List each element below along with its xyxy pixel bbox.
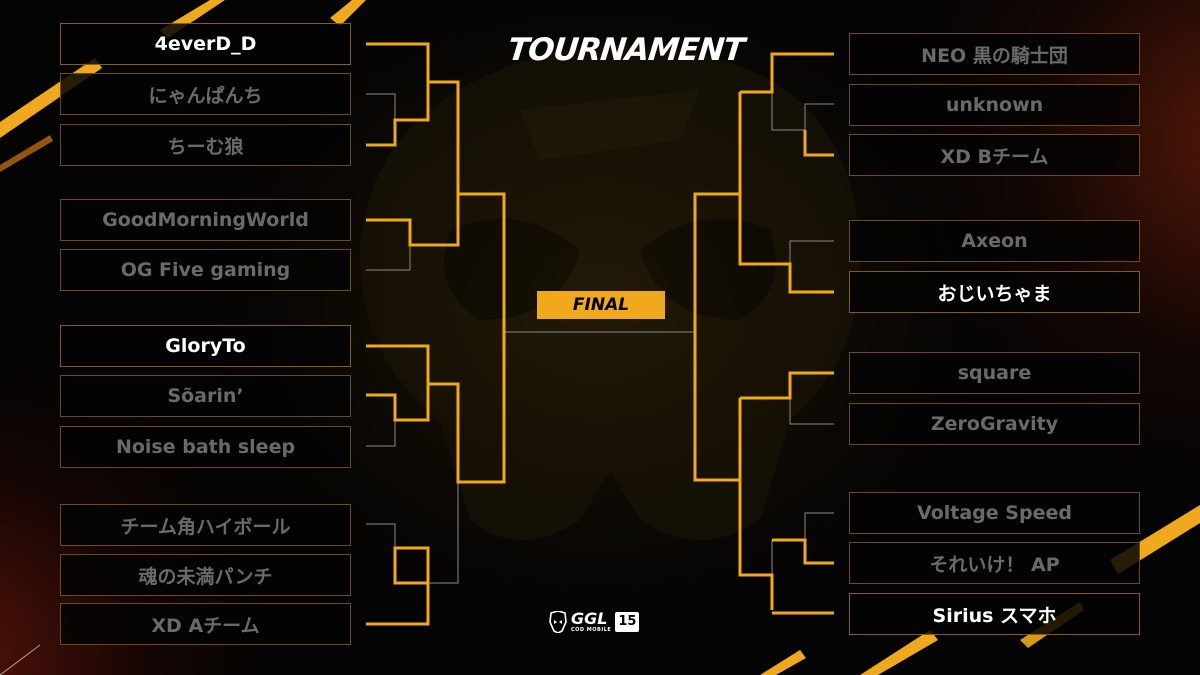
team-box-right-10: Sirius スマホ bbox=[849, 593, 1140, 635]
ggl-logo-wordmark: GGL COD MOBILE bbox=[571, 611, 611, 633]
team-box-left-10: 魂の未満パンチ bbox=[60, 554, 351, 596]
team-box-left-4: GoodMorningWorld bbox=[60, 199, 351, 241]
ggl-logo-text: GGL bbox=[571, 611, 611, 627]
ggl-logo-number: 15 bbox=[615, 612, 639, 632]
team-box-right-3: XD Bチーム bbox=[849, 134, 1140, 176]
ggl-mask-icon bbox=[549, 611, 567, 633]
right-dim-lines bbox=[695, 92, 834, 580]
team-box-left-3: ちーむ狼 bbox=[60, 124, 351, 166]
team-box-left-8: Noise bath sleep bbox=[60, 426, 351, 468]
team-box-right-5: おじいちゃま bbox=[849, 271, 1140, 313]
team-box-left-2: にゃんぱんち bbox=[60, 73, 351, 115]
team-box-left-9: チーム角ハイボール bbox=[60, 504, 351, 546]
team-box-right-6: square bbox=[849, 352, 1140, 394]
team-box-right-9: それいけ！ AP bbox=[849, 542, 1140, 584]
left-winner-lines bbox=[366, 44, 504, 624]
team-box-right-1: NEO 黒の騎士団 bbox=[849, 33, 1140, 75]
right-winner-lines bbox=[695, 54, 834, 613]
team-box-left-11: XD Aチーム bbox=[60, 603, 351, 645]
team-box-left-5: OG Five gaming bbox=[60, 249, 351, 291]
team-box-right-8: Voltage Speed bbox=[849, 492, 1140, 534]
team-box-left-6: GloryTo bbox=[60, 325, 351, 367]
final-badge: FINAL bbox=[537, 291, 665, 319]
team-box-left-7: Sõarin’ bbox=[60, 375, 351, 417]
page-title: TOURNAMENT bbox=[506, 32, 745, 68]
team-box-right-2: unknown bbox=[849, 84, 1140, 126]
team-box-right-4: Axeon bbox=[849, 220, 1140, 262]
ggl-logo-subtitle: COD MOBILE bbox=[571, 627, 611, 633]
team-box-left-1: 4everD_D bbox=[60, 23, 351, 65]
team-box-right-7: ZeroGravity bbox=[849, 403, 1140, 445]
left-dim-lines bbox=[366, 94, 695, 610]
ggl-logo: GGL COD MOBILE 15 bbox=[549, 611, 639, 633]
